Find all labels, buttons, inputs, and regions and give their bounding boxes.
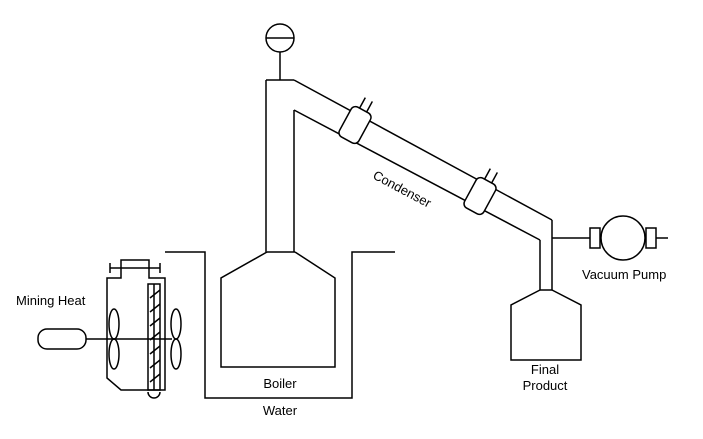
water-label: Water (263, 403, 298, 418)
condenser-collar-upper (338, 97, 374, 145)
heater-unit (106, 259, 166, 399)
boiler-flask (220, 251, 336, 368)
water-bath (165, 251, 395, 399)
pressure-gauge-icon (265, 23, 295, 53)
motor-icon (37, 328, 87, 350)
condenser-collar-lower (463, 168, 499, 216)
vacuum-pump-label: Vacuum Pump (582, 267, 666, 282)
final-product-label-line2: Product (523, 378, 568, 393)
condenser-lower-wall (293, 109, 541, 241)
condenser-label: Condenser (371, 167, 435, 210)
condenser-upper-wall (293, 79, 553, 221)
fan-icon (108, 308, 120, 370)
final-product-label-line1: Final (531, 362, 559, 377)
final-product-flask (510, 289, 582, 361)
boiler-label: Boiler (263, 376, 297, 391)
mining-heat-label: Mining Heat (16, 293, 86, 308)
vacuum-pump-icon (589, 215, 668, 261)
fan-icon (170, 308, 182, 370)
